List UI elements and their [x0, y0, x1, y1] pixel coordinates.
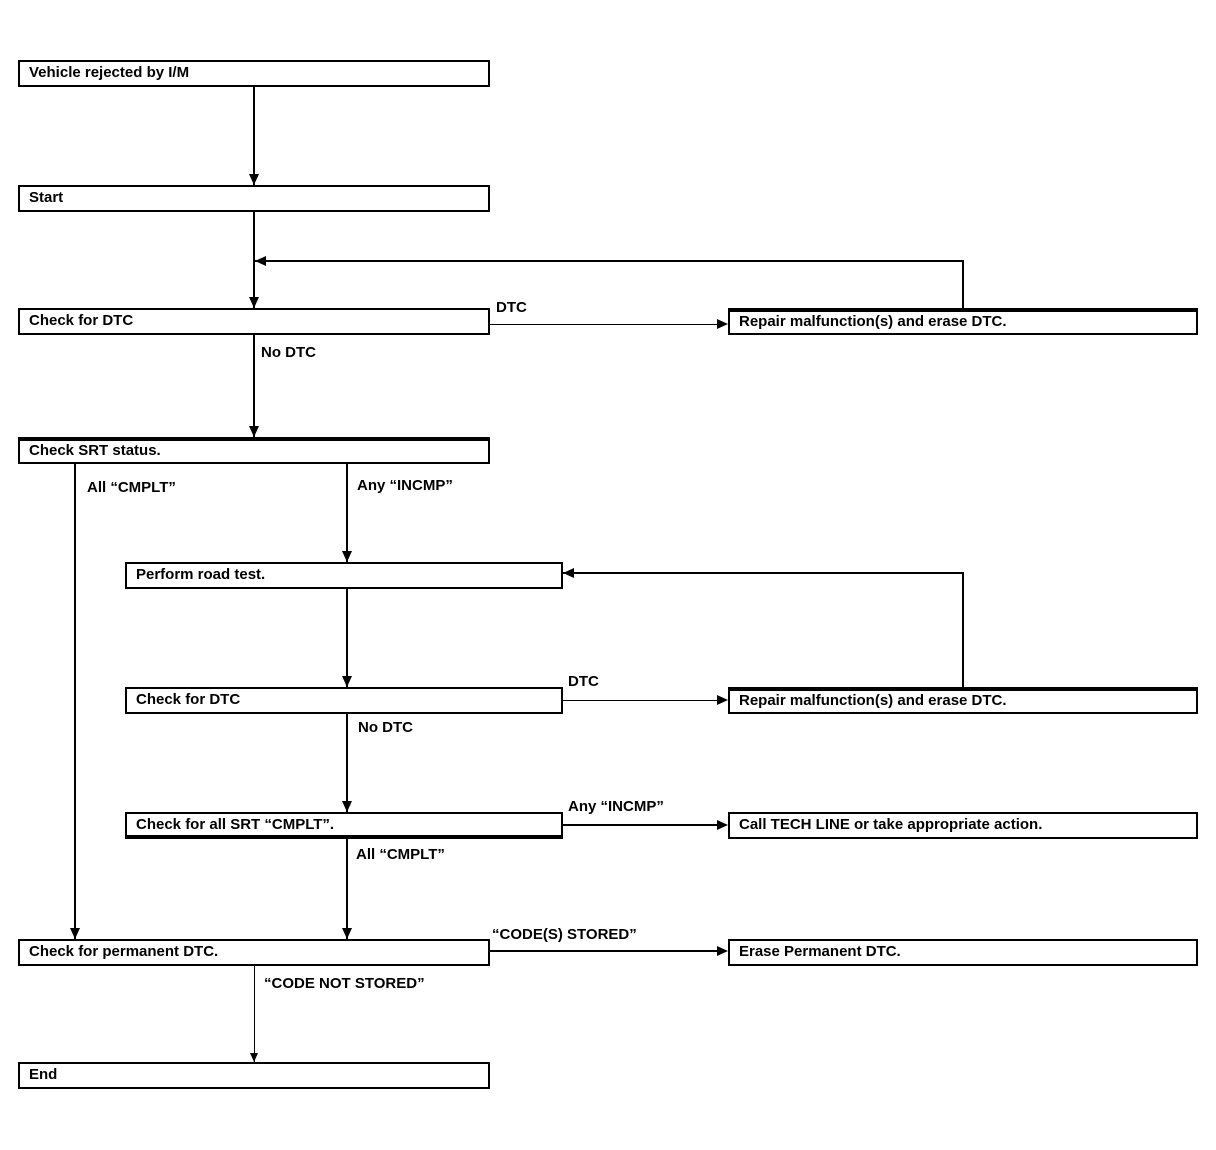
edge-vehicle-to-start-line	[253, 87, 255, 185]
edge-feedback1-horizontal-line	[255, 260, 964, 262]
node-check-all-srt: Check for all SRT “CMPLT”.	[125, 812, 563, 839]
arrowhead-down-icon	[70, 928, 80, 939]
edge-roadtest-to-checkdtc2-line	[346, 589, 348, 687]
arrowhead-down-icon	[342, 928, 352, 939]
node-repair-erase-dtc-2: Repair malfunction(s) and erase DTC.	[728, 687, 1198, 714]
node-start: Start	[18, 185, 490, 212]
node-check-permanent-dtc: Check for permanent DTC.	[18, 939, 490, 966]
edge-label-no-dtc-1: No DTC	[261, 344, 316, 361]
arrowhead-down-icon	[342, 676, 352, 687]
edge-allcmplt2-line	[346, 839, 348, 939]
edge-allcmplt1-line	[74, 464, 76, 939]
node-check-srt-status: Check SRT status.	[18, 437, 490, 464]
edge-feedback2-horizontal-line	[563, 572, 964, 574]
edge-label-dtc-1: DTC	[496, 299, 527, 316]
arrowhead-right-icon	[717, 695, 728, 705]
arrowhead-left-icon	[255, 256, 266, 266]
edge-label-code-not-stored: “CODE NOT STORED”	[264, 975, 425, 992]
edge-anyincmp2-line	[563, 824, 718, 826]
edge-label-any-incmp-1: Any “INCMP”	[357, 477, 453, 494]
arrowhead-right-icon	[717, 946, 728, 956]
arrowhead-down-icon	[342, 801, 352, 812]
edge-label-no-dtc-2: No DTC	[358, 719, 413, 736]
edge-label-all-cmplt-1: All “CMPLT”	[87, 479, 176, 496]
node-end: End	[18, 1062, 490, 1089]
arrowhead-down-icon	[250, 1053, 258, 1062]
edge-start-to-checkdtc1-line	[253, 212, 255, 308]
edge-code-not-stored-line	[254, 966, 255, 1062]
node-repair-erase-dtc-1: Repair malfunction(s) and erase DTC.	[728, 308, 1198, 335]
edge-anyincmp1-line	[346, 464, 348, 562]
node-perform-road-test: Perform road test.	[125, 562, 563, 589]
node-check-dtc-2: Check for DTC	[125, 687, 563, 714]
edge-dtc1-line	[490, 324, 718, 325]
edge-nodtc1-line	[253, 335, 255, 437]
arrowhead-right-icon	[717, 319, 728, 329]
node-erase-permanent-dtc: Erase Permanent DTC.	[728, 939, 1198, 966]
edge-nodtc2-line	[346, 714, 348, 812]
edge-label-dtc-2: DTC	[568, 673, 599, 690]
edge-label-all-cmplt-2: All “CMPLT”	[356, 846, 445, 863]
edge-feedback1-vertical-line	[962, 261, 964, 308]
arrowhead-down-icon	[342, 551, 352, 562]
arrowhead-left-icon	[563, 568, 574, 578]
arrowhead-down-icon	[249, 174, 259, 185]
edge-feedback2-vertical-line	[962, 573, 964, 687]
node-call-tech-line: Call TECH LINE or take appropriate actio…	[728, 812, 1198, 839]
node-check-dtc-1: Check for DTC	[18, 308, 490, 335]
edge-dtc2-line	[563, 700, 718, 701]
arrowhead-down-icon	[249, 297, 259, 308]
edge-label-any-incmp-2: Any “INCMP”	[568, 798, 664, 815]
edge-label-codes-stored: “CODE(S) STORED”	[492, 926, 637, 943]
arrowhead-down-icon	[249, 426, 259, 437]
edge-codes-stored-line	[490, 950, 718, 952]
arrowhead-right-icon	[717, 820, 728, 830]
node-vehicle-rejected: Vehicle rejected by I/M	[18, 60, 490, 87]
